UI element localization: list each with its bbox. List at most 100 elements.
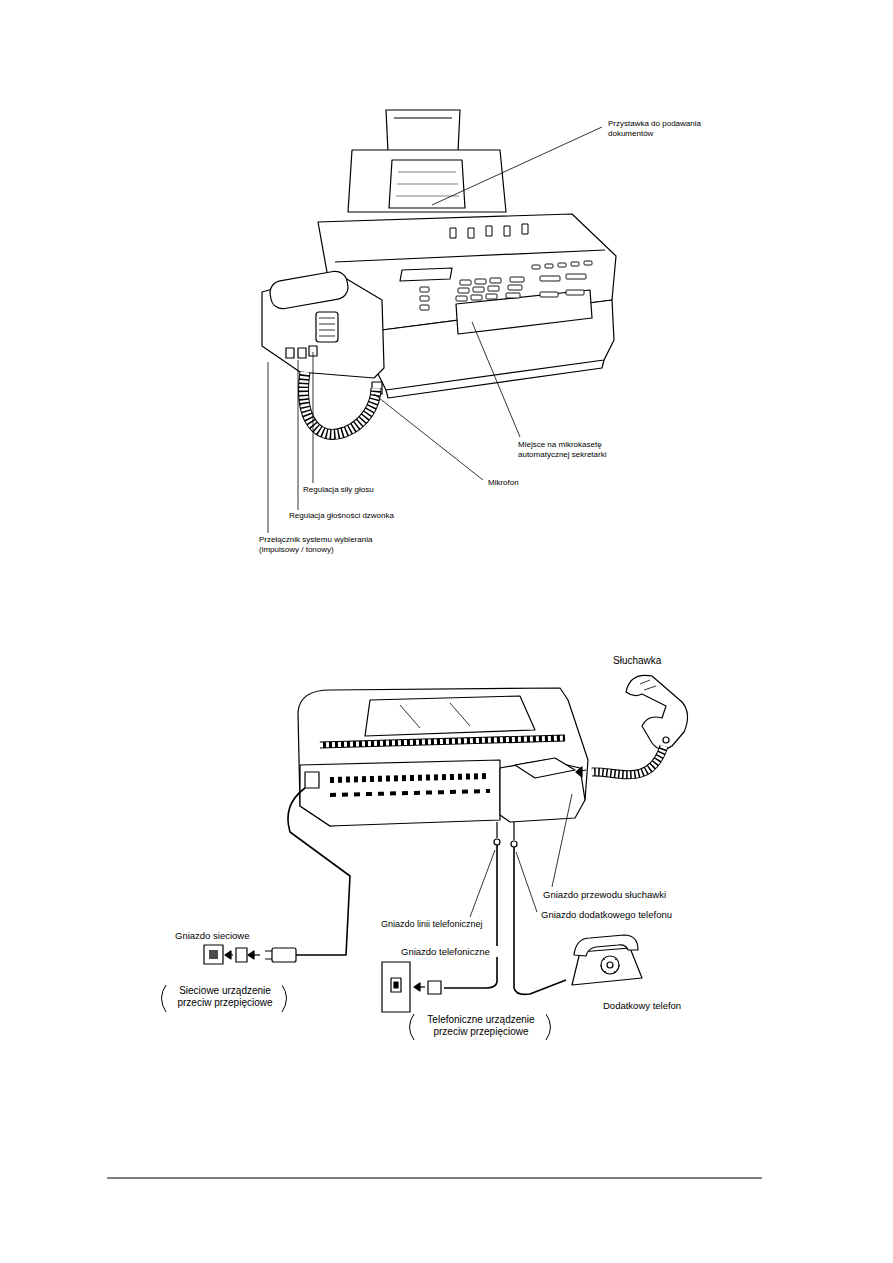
handset: [626, 675, 688, 749]
extra-phone: [574, 935, 638, 956]
fax-rear: [330, 776, 490, 780]
callout-label: Regulacja głośności dzwonka: [288, 511, 420, 521]
fax-front: [456, 290, 592, 334]
handset-cradle: [298, 348, 306, 358]
fax-front: [471, 295, 482, 300]
fax-rear: [576, 767, 582, 777]
handset: [626, 675, 688, 749]
leader-line: [470, 850, 495, 917]
fax-rear: [400, 703, 470, 728]
fax-front: [566, 290, 584, 295]
fax-front: [420, 287, 429, 292]
fax-front: [389, 160, 465, 208]
fax-front: [584, 261, 592, 265]
fax-front: [540, 292, 558, 297]
bracket: [282, 985, 287, 1012]
handset: [640, 680, 656, 690]
fax-front: [400, 268, 452, 281]
fax-front: [508, 285, 522, 290]
extra-phone: [514, 847, 566, 994]
leader-line: [472, 322, 520, 437]
phone-line: [382, 962, 410, 1012]
power-cord: [288, 788, 350, 955]
fax-front: [450, 224, 528, 238]
fax-front: [506, 293, 520, 298]
extra-phone: [600, 958, 620, 973]
coiled-cord: [592, 746, 664, 775]
fax-rear: [515, 758, 575, 778]
callout-label: Słuchawka: [612, 655, 694, 667]
leader-line: [374, 394, 483, 480]
power-plug: [209, 950, 218, 959]
callout-label: Telefoniczne urządzenie przeciw przepięc…: [416, 1014, 546, 1038]
fax-front: [335, 250, 605, 262]
power-cord: [288, 788, 350, 955]
fax-front: [490, 278, 501, 283]
power-plug: [272, 948, 296, 962]
leader-line: [298, 360, 299, 510]
fax-front: [386, 110, 460, 152]
bracket: [546, 1014, 551, 1040]
coiled-cord: [304, 372, 376, 434]
fax-front: [510, 277, 524, 282]
coiled-cord: [592, 746, 664, 775]
fax-front: [456, 296, 467, 301]
bracket: [162, 985, 167, 1012]
handset-cradle: [286, 348, 294, 358]
fax-front: [450, 228, 456, 238]
fax-rear: [320, 738, 565, 745]
fax-front: [386, 360, 604, 398]
callout-label: Mikrofon: [487, 478, 549, 488]
phone-line: [414, 983, 420, 991]
extra-phone: [607, 962, 613, 968]
leader-line: [313, 352, 314, 483]
callout-label: Przystawka do podawania dokumentów: [607, 119, 731, 138]
callout-label: Gniazdo sieciowe: [174, 930, 271, 941]
bracket: [410, 1014, 415, 1040]
fax-front: [468, 228, 474, 238]
leader-line: [268, 127, 602, 533]
fax-front: [566, 274, 586, 279]
callout-label: Gniazdo linii telefonicznej: [380, 919, 494, 930]
leader-line: [516, 852, 537, 912]
power-plug: [204, 945, 223, 964]
fax-front: [458, 288, 469, 293]
callout-label: Miejsce na mikrokasetę automatycznej sek…: [517, 440, 631, 459]
fax-front: [473, 287, 484, 292]
handset-cradle: [319, 318, 335, 336]
fax-rear: [320, 738, 565, 745]
footer-rule: [107, 1178, 762, 1179]
leader-line: [432, 127, 602, 205]
fax-front: [396, 172, 459, 196]
power-plug: [204, 945, 296, 964]
fax-front: [420, 296, 429, 301]
extra-phone: [514, 847, 642, 994]
handset-cradle: [316, 312, 338, 342]
fax-rear: [330, 791, 490, 795]
fax-front: [420, 261, 592, 310]
fax-front: [394, 117, 452, 118]
fax-front: [420, 305, 429, 310]
fax-front: [522, 224, 528, 234]
handset: [663, 737, 669, 743]
fax-front: [486, 294, 497, 299]
fax-front: [540, 276, 560, 281]
callout-label: Gniazdo telefoniczne: [400, 946, 512, 957]
fax-rear: [365, 696, 535, 736]
extra-phone: [601, 956, 619, 974]
fax-front: [475, 279, 486, 284]
power-plug: [265, 951, 272, 959]
fax-front: [486, 226, 492, 236]
fax-rear: [298, 688, 588, 826]
power-plug: [236, 948, 247, 962]
fax-front: [545, 264, 553, 268]
callout-label: Gniazdo przewodu słuchawki: [542, 889, 704, 900]
phone-line: [428, 981, 441, 994]
fax-front: [571, 262, 579, 266]
fax-front: [558, 263, 566, 267]
power-plug: [248, 951, 254, 959]
fax-rear: [300, 760, 500, 826]
phone-line: [444, 845, 497, 988]
leader-line: [268, 362, 269, 533]
